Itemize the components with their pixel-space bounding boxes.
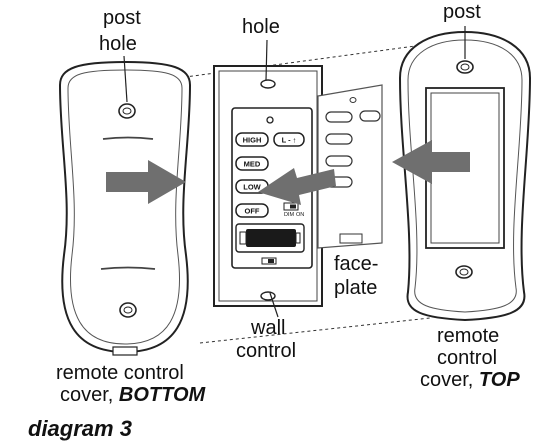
post-hole-label-line1: post [103,7,141,29]
leader-lines [265,39,279,318]
off-button[interactable] [235,203,269,218]
remote-cover-top [398,26,532,322]
post-label: post [443,1,481,23]
right-arrow-icon [106,160,186,204]
low-label: LOW [243,183,261,192]
status-led [266,116,274,124]
med-button[interactable] [235,156,269,171]
post-bottom [455,265,473,279]
faceplate-label-line1: face- [334,253,378,275]
post-hole-bottom [119,302,137,318]
med-label: MED [244,160,261,169]
remote-top-label-line3: cover, TOP [420,369,520,391]
remote-cover-bottom [58,55,192,356]
on-label: ON [296,212,304,218]
battery [246,229,296,247]
arrows [106,140,470,205]
high-button[interactable] [235,132,269,147]
off-label: OFF [245,207,260,216]
wall-control-label-line2: control [236,340,296,362]
left-arrow-icon-faceplate [392,140,470,184]
wall-control-label-line1: wall [250,317,285,339]
light-label: L - ↑ [282,136,297,145]
dim-label: DIM [284,212,295,218]
wall-hole-top [260,79,276,89]
post-hole-top [118,103,136,119]
wall-hole-bottom [260,291,276,301]
diagram-caption: diagram 3 [28,416,132,441]
faceplate [317,84,383,249]
post-hole-label-line2: hole [99,33,137,55]
post-top [456,60,474,74]
remote-bottom-label-line1: remote control [56,362,184,384]
light-button[interactable] [273,132,305,147]
remote-top-label-line2: control [437,347,497,369]
faceplate-label-line2: plate [334,277,377,299]
labels: post hole hole post face- plate wall con… [56,1,520,406]
high-label: HIGH [243,136,262,145]
remote-bottom-label-line2: cover, BOTTOM [60,384,207,406]
left-arrow-icon-wall [258,168,336,205]
hole-label: hole [242,16,280,38]
remote-top-label-line1: remote [437,325,499,347]
